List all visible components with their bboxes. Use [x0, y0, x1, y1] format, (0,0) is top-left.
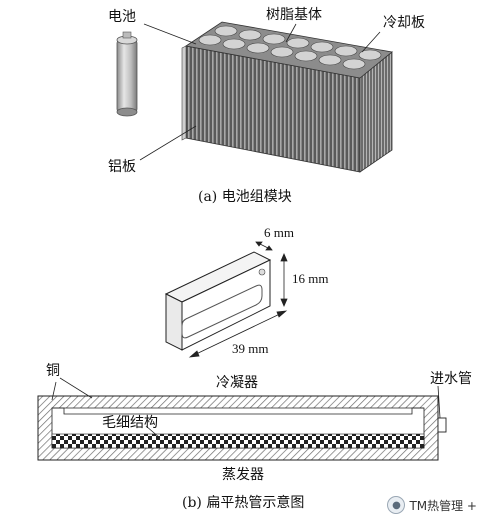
- wechat-icon: ●: [387, 496, 406, 514]
- label-battery: 电池: [108, 9, 136, 25]
- battery-module: [181, 21, 393, 173]
- watermark: ● TM热管理 +: [387, 496, 477, 514]
- leader-lines-b: [51, 377, 441, 439]
- flat-heat-pipe-section: [37, 395, 447, 461]
- dim-thickness: 6 mm: [264, 225, 294, 240]
- watermark-text: TM热管理 +: [409, 498, 477, 513]
- battery-cell: [116, 31, 138, 117]
- dim-length: 39 mm: [232, 341, 269, 356]
- dim-height: 16 mm: [292, 271, 329, 286]
- label-condenser: 冷凝器: [216, 375, 258, 391]
- label-evaporator: 蒸发器: [222, 467, 264, 483]
- heat-pipe-3d: [164, 251, 272, 351]
- label-resin-matrix: 树脂基体: [266, 7, 322, 23]
- label-cooling-plate: 冷却板: [383, 15, 425, 31]
- leader-lines-a: [139, 23, 381, 161]
- caption-a: (a) 电池组模块: [198, 189, 292, 205]
- label-copper: 铜: [46, 363, 60, 379]
- label-water-inlet: 进水管: [430, 371, 472, 387]
- caption-b: (b) 扁平热管示意图: [182, 495, 305, 511]
- dimension-lines: [188, 241, 288, 358]
- label-wick: 毛细结构: [102, 415, 158, 431]
- label-aluminum-plate: 铝板: [108, 159, 136, 175]
